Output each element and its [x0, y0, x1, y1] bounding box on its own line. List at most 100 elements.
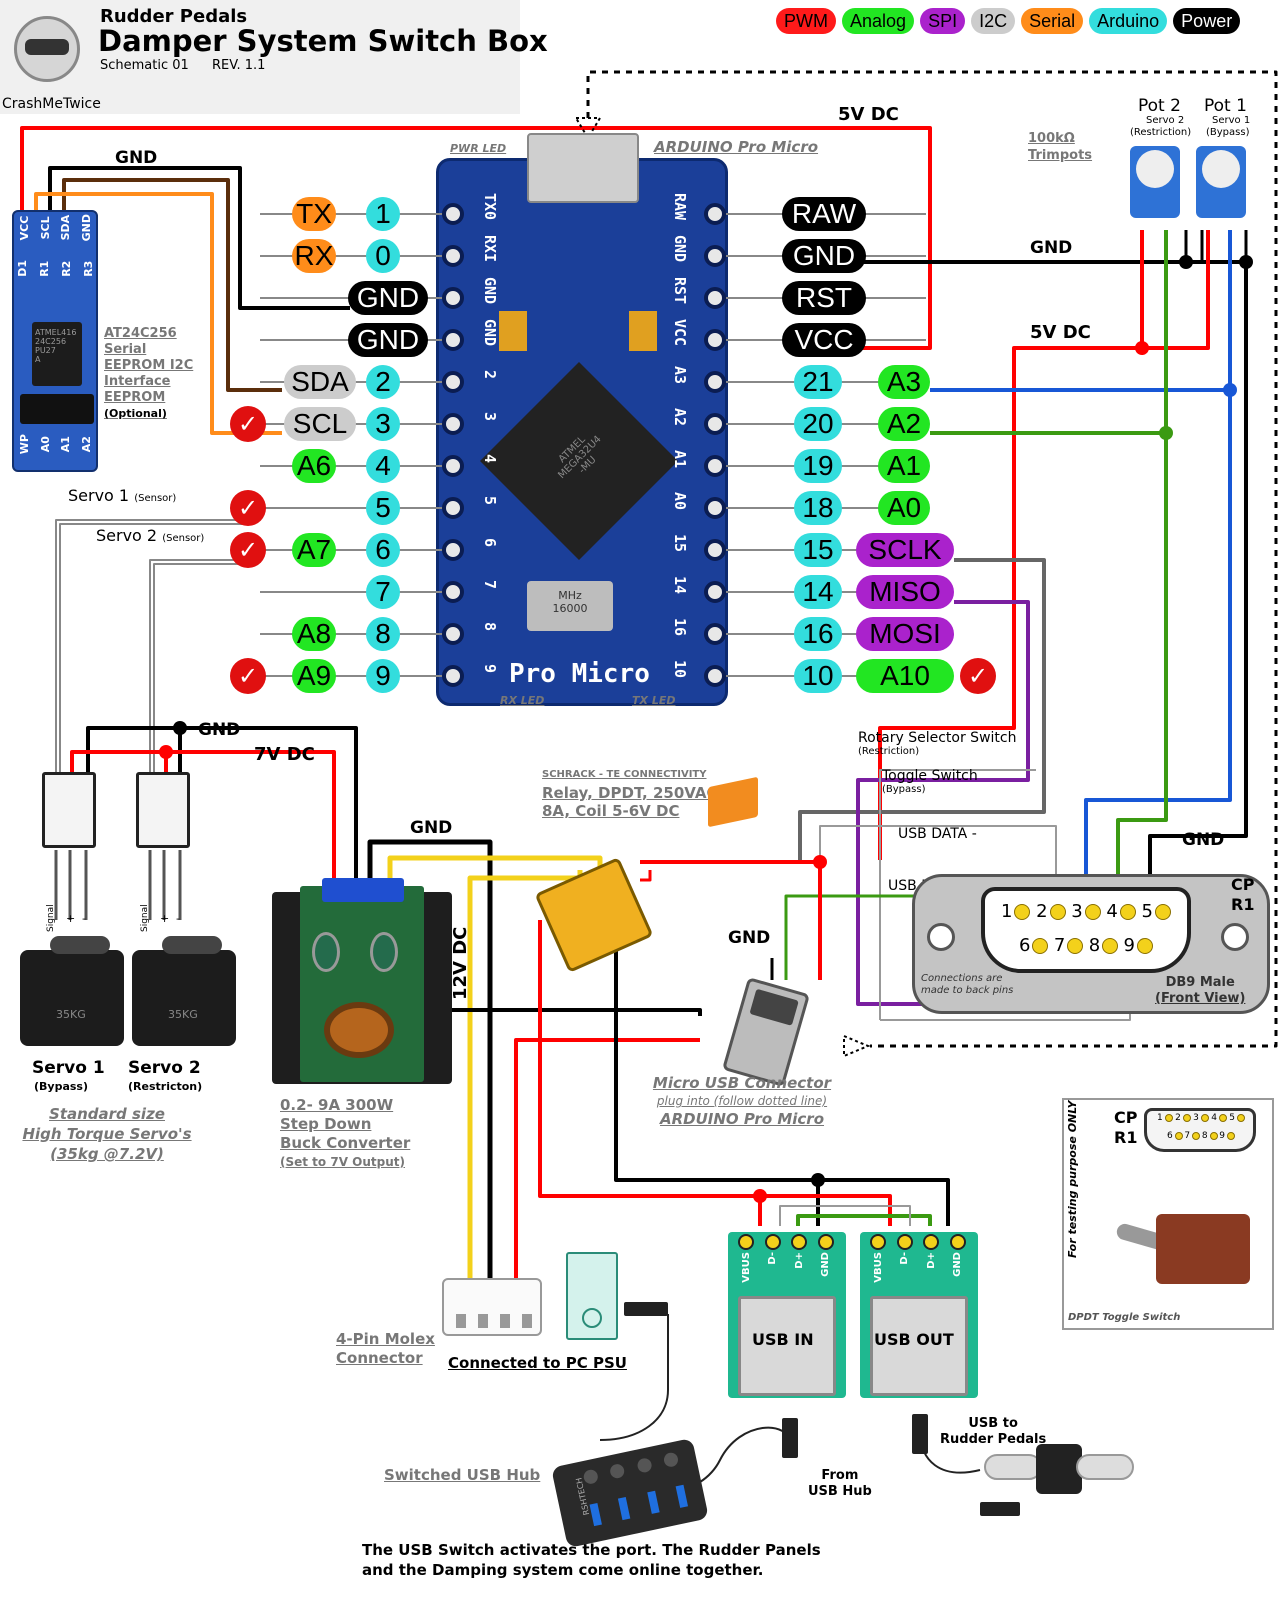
usb-in-port [738, 1296, 836, 1396]
db9-pin-5-num: 5 [1141, 901, 1153, 922]
db9-note: Connections are made to back pins [921, 973, 1013, 997]
pot1-knob [1202, 150, 1240, 188]
db9-title-1: (Front View) [1155, 991, 1246, 1006]
buck-terminal [322, 878, 404, 902]
legend-i2c: I2C [971, 8, 1016, 34]
left-silk-0: TX0 [481, 193, 499, 221]
right-pin-num-11: 10 [794, 659, 842, 693]
buck-cap-1 [312, 932, 340, 972]
board-text: Pro Micro [509, 659, 650, 689]
left-pin-num-11: 9 [366, 659, 400, 693]
inset-pin-6-num: 6 [1167, 1131, 1173, 1141]
servo1-model: 35KG [56, 1008, 86, 1021]
header-panel [0, 0, 520, 114]
right-pin-num-7: 18 [794, 491, 842, 525]
left-pin-hole-1 [442, 245, 464, 267]
wire-label-5v-top: 5V DC [838, 104, 899, 125]
left-pin-line-7 [260, 507, 442, 509]
hub-switch-3[interactable] [635, 1457, 653, 1474]
inset-pin-5-num: 5 [1229, 1113, 1235, 1123]
eeprom-chip: ATMEL416 24C256 PU27 A [32, 322, 82, 386]
capacitor-2 [629, 311, 657, 351]
left-pin-num-4: 2 [366, 365, 400, 399]
inset-pin-9-num: 9 [1219, 1131, 1225, 1141]
buck-label: 0.2- 9A 300W Step Down Buck Converter (S… [280, 1096, 410, 1172]
servo1-sensor-sub: (Sensor) [134, 493, 177, 504]
tx-led-label: TX LED [632, 694, 676, 707]
title-small: Rudder Pedals [100, 6, 248, 27]
right-silk-1: GND [671, 235, 689, 263]
to-pedals-label: USB to Rudder Pedals [940, 1416, 1046, 1448]
left-pin-hole-2 [442, 287, 464, 309]
eeprom-top-pin-3: GND [79, 214, 93, 242]
hub-ports [589, 1484, 689, 1527]
servo2-sensor-label: Servo 2 (Sensor) [96, 526, 204, 545]
hub-port-3 [646, 1490, 660, 1514]
servo2-horn [162, 936, 222, 954]
eeprom-top-pin-1: SCL [38, 216, 52, 240]
psu-label: Connected to PC PSU [448, 1354, 627, 1372]
inset-pin-8-dot [1209, 1132, 1218, 1140]
eeprom-label-2: EEPROM I2C [104, 358, 194, 373]
pot1-role: (Bypass) [1206, 127, 1250, 138]
left-pin-num-10: 8 [366, 617, 400, 651]
from-hub-label-1: USB Hub [808, 1484, 872, 1499]
inset-pin-7-dot [1192, 1132, 1201, 1140]
right-pin-hole-6 [704, 455, 726, 477]
usb-in-pin-0: VBUS [736, 1234, 756, 1283]
hub-label: Switched USB Hub [384, 1466, 541, 1484]
pot2-role: (Restriction) [1130, 127, 1192, 138]
hub-port-2 [618, 1496, 631, 1521]
inset-pin-2-num: 2 [1175, 1113, 1181, 1123]
right-pin-num-10: 16 [794, 617, 842, 651]
molex-pin-4 [522, 1314, 532, 1328]
db9-pin-3: 3 [1071, 901, 1101, 922]
pwr-led-label: PWR LED [450, 142, 507, 155]
db9-pin-3-dot [1084, 903, 1101, 920]
servo1-connector [42, 772, 96, 848]
eeprom-top-pin-0: VCC [18, 215, 31, 241]
toggle-label: Toggle Switch [882, 768, 978, 784]
wire-label-7v: 7V DC [254, 744, 315, 765]
left-pin-func-4: SDA [284, 365, 356, 399]
right-silk-6: A1 [671, 449, 689, 469]
db9-pin-7-num: 7 [1053, 935, 1066, 956]
left-pin-hole-10 [442, 623, 464, 645]
servo2-name: Servo 2 [128, 1058, 201, 1078]
servo-caption-0: Standard size [49, 1105, 165, 1123]
left-silk-3: GND [481, 319, 499, 347]
db9-pin-4: 4 [1106, 901, 1136, 922]
left-silk-9: 7 [481, 580, 499, 590]
right-pin-func-0: RAW [782, 197, 866, 231]
inset-pin-2-dot [1182, 1114, 1191, 1122]
footer-note-1: and the Damping system come online toget… [362, 1561, 764, 1579]
usb-out-pin-1-hole [896, 1234, 913, 1250]
inset-pin-4: 4 [1211, 1113, 1227, 1123]
pc-power-button-icon [582, 1308, 602, 1328]
right-pin-func-9: MISO [856, 575, 954, 609]
db9-screw-right [1221, 923, 1249, 951]
to-pedals-label-1: Rudder Pedals [940, 1432, 1047, 1447]
inset-pin-9-dot [1227, 1132, 1235, 1140]
hub-switch-2[interactable] [609, 1462, 626, 1480]
usb-in-pin-1: D- [763, 1234, 783, 1283]
servo-caption-2: (35kg @7.2V) [50, 1145, 164, 1163]
right-pin-func-4: A3 [878, 365, 930, 399]
from-hub-label-0: From [821, 1468, 859, 1483]
pot2-servo: Servo 2 [1146, 115, 1185, 126]
right-pin-func-11: A10 [856, 659, 954, 693]
to-pedals-label-0: USB to [968, 1416, 1018, 1431]
servo-caption: Standard size High Torque Servo's (35kg … [22, 1104, 192, 1164]
hub-switch-1[interactable] [582, 1468, 600, 1486]
inset-pin-2: 2 [1175, 1113, 1191, 1123]
hub-switch-4[interactable] [662, 1451, 680, 1469]
rotary-label: Rotary Selector Switch [858, 730, 1017, 746]
pot2-knob [1136, 150, 1174, 188]
right-pin-func-1: GND [782, 239, 866, 273]
usb-out-label: USB OUT [874, 1330, 954, 1349]
molex-label-0: 4-Pin Molex [336, 1330, 435, 1348]
